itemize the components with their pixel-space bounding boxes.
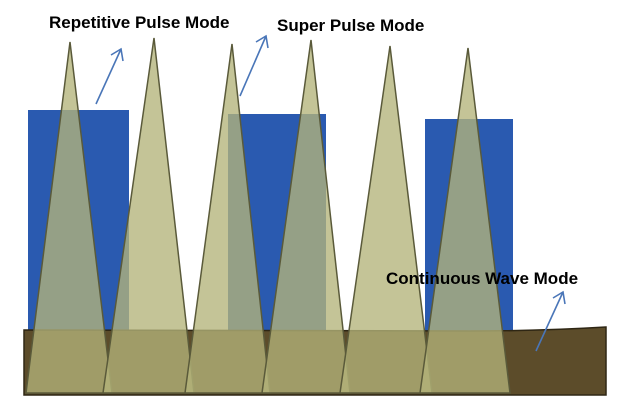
continuous-wave-arrow-icon xyxy=(535,290,566,352)
super-pulse-spike xyxy=(261,39,351,394)
super-pulse-spike xyxy=(25,41,113,394)
pointer-arrows xyxy=(95,34,566,352)
super-pulse-spike xyxy=(419,47,511,394)
continuous-wave-label: Continuous Wave Mode xyxy=(386,269,578,288)
repetitive-pulse-arrow-icon xyxy=(95,47,124,105)
repetitive-pulse-label: Repetitive Pulse Mode xyxy=(49,13,229,32)
super-pulse-spike xyxy=(184,43,271,394)
super-pulse-spike xyxy=(102,37,195,394)
super-pulse-spikes xyxy=(25,37,511,394)
super-pulse-spike xyxy=(339,45,433,394)
super-pulse-arrow-icon xyxy=(239,34,269,97)
super-pulse-label: Super Pulse Mode xyxy=(277,16,424,35)
